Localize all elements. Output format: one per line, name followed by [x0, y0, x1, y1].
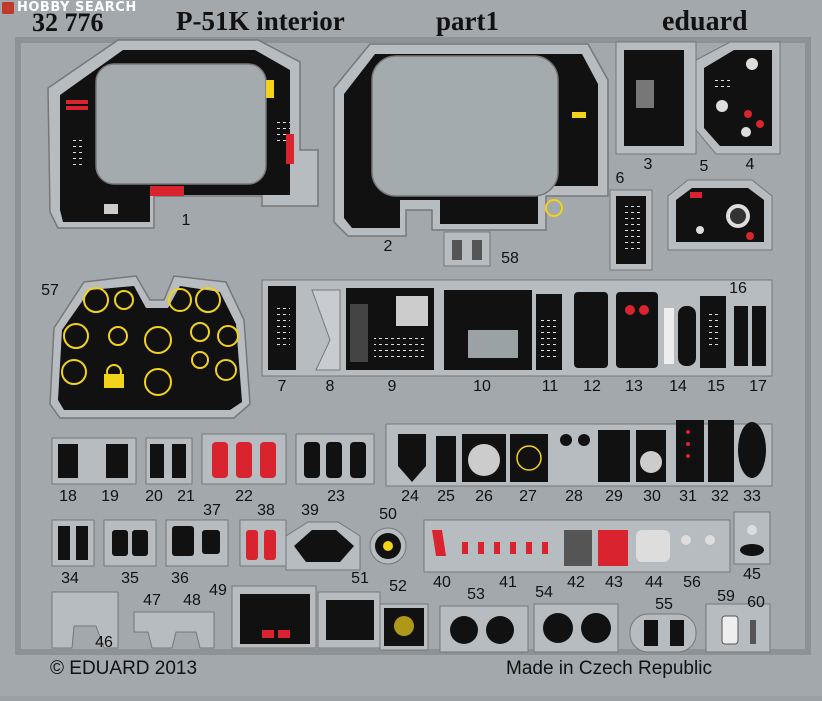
part-number-48: 48 — [183, 592, 201, 609]
part-number-60: 60 — [747, 594, 765, 611]
part-number-53: 53 — [467, 586, 485, 603]
part-number-1: 1 — [181, 212, 191, 229]
fret-frame — [15, 37, 811, 655]
watermark-text: HOBBY SEARCH — [17, 0, 137, 15]
part-number-15: 15 — [707, 378, 725, 395]
part-number-38: 38 — [257, 502, 275, 519]
part-number-23: 23 — [327, 488, 345, 505]
part-number-8: 8 — [325, 378, 335, 395]
strip-parts-7-17 — [261, 279, 773, 377]
part-number-13: 13 — [625, 378, 643, 395]
bottom-row-parts — [51, 585, 771, 653]
part-number-37: 37 — [203, 502, 221, 519]
part-number-11: 11 — [541, 378, 559, 395]
part-number-25: 25 — [437, 488, 455, 505]
part-number-35: 35 — [121, 570, 139, 587]
part-number-47: 47 — [143, 592, 161, 609]
title: P-51K interior — [176, 6, 345, 36]
part-number-52: 52 — [389, 578, 407, 595]
part-number-58: 58 — [501, 250, 519, 267]
watermark-logo-icon — [2, 2, 14, 14]
part-number-21: 21 — [177, 488, 195, 505]
part-number-42: 42 — [567, 574, 585, 591]
brand-logo: eduard — [662, 6, 748, 37]
part-number-5: 5 — [699, 158, 709, 175]
part-number-14: 14 — [669, 378, 687, 395]
part-number-22: 22 — [235, 488, 253, 505]
part-number-7: 7 — [277, 378, 287, 395]
part-number-59: 59 — [717, 588, 735, 605]
part-number-2: 2 — [383, 238, 393, 255]
part-number-9: 9 — [387, 378, 397, 395]
row-parts-34-50 — [51, 511, 771, 573]
part-number-49: 49 — [209, 582, 227, 599]
part-number-6: 6 — [615, 170, 625, 187]
panel-2-window — [371, 55, 559, 197]
part-number-54: 54 — [535, 584, 553, 601]
part-number-41: 41 — [499, 574, 517, 591]
part-5 — [667, 179, 773, 251]
part-number-17: 17 — [749, 378, 767, 395]
part-number-12: 12 — [583, 378, 601, 395]
part-number-20: 20 — [145, 488, 163, 505]
part-2-panel-frame — [333, 43, 609, 237]
part-number-33: 33 — [743, 488, 761, 505]
part-number-39: 39 — [301, 502, 319, 519]
part-number-3: 3 — [643, 156, 653, 173]
part-number-28: 28 — [565, 488, 583, 505]
parts-3-4 — [615, 41, 781, 155]
part-1-panel-frame — [47, 39, 319, 229]
part-number-18: 18 — [59, 488, 77, 505]
part-number-36: 36 — [171, 570, 189, 587]
part-57-instrument-panel — [49, 275, 251, 419]
part-number-31: 31 — [679, 488, 697, 505]
part-number-29: 29 — [605, 488, 623, 505]
part-number-16: 16 — [729, 280, 747, 297]
part-number-43: 43 — [605, 574, 623, 591]
part-number-24: 24 — [401, 488, 419, 505]
panel-1-window — [95, 63, 267, 185]
part-number-19: 19 — [101, 488, 119, 505]
part-number-34: 34 — [61, 570, 79, 587]
part-number-30: 30 — [643, 488, 661, 505]
part-number-40: 40 — [433, 574, 451, 591]
part-number-26: 26 — [475, 488, 493, 505]
part-number-55: 55 — [655, 596, 673, 613]
part-number-10: 10 — [473, 378, 491, 395]
part-number-32: 32 — [711, 488, 729, 505]
part-number-56: 56 — [683, 574, 701, 591]
part-number-51: 51 — [351, 570, 369, 587]
row-parts-18-33 — [51, 420, 773, 487]
origin-text: Made in Czech Republic — [506, 658, 712, 679]
part-number-46: 46 — [95, 634, 113, 651]
copyright: © EDUARD 2013 — [50, 658, 198, 679]
part-number-44: 44 — [645, 574, 663, 591]
part-number-50: 50 — [379, 506, 397, 523]
set-number: 32 776 — [32, 8, 104, 37]
part-title: part1 — [436, 6, 499, 36]
part-number-4: 4 — [745, 156, 755, 173]
part-number-45: 45 — [743, 566, 761, 583]
part-number-57: 57 — [41, 282, 59, 299]
part-number-27: 27 — [519, 488, 537, 505]
